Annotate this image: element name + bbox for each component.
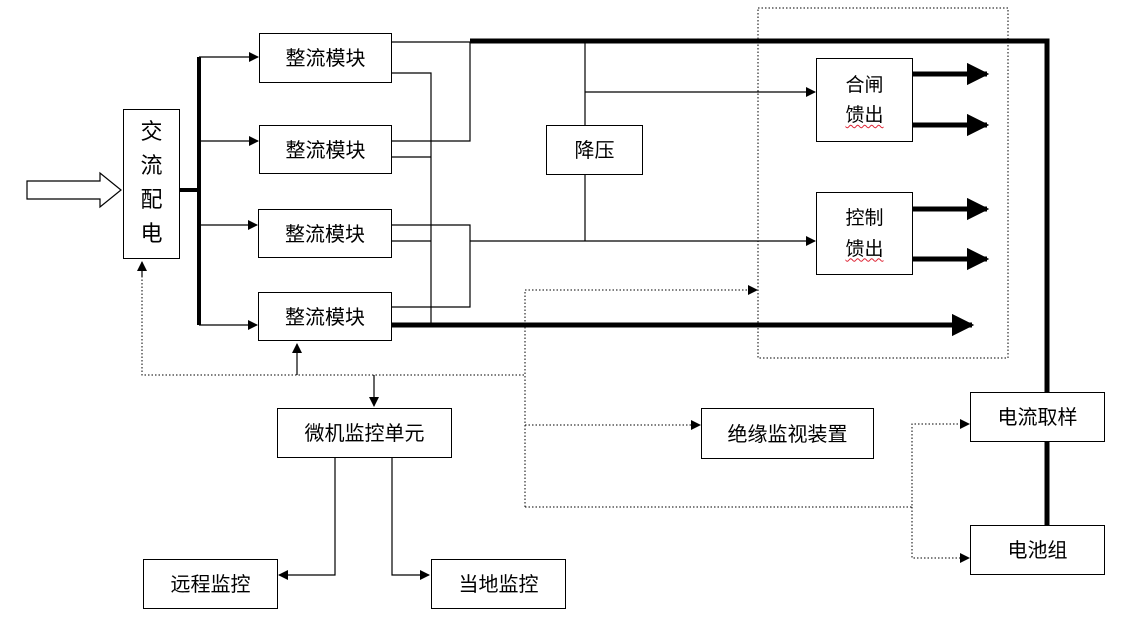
control-feed-label: 馈出 bbox=[845, 237, 884, 260]
closing-feed-label: 馈出 bbox=[845, 104, 884, 126]
feeder-region bbox=[757, 7, 1009, 359]
closing-feeder-box: 合闸 馈出 bbox=[816, 58, 913, 142]
microcomputer-monitor-box: 微机监控单元 bbox=[277, 408, 452, 458]
monitoring-lines bbox=[141, 262, 970, 563]
ac-bus bbox=[180, 52, 259, 330]
step-down-box: 降压 bbox=[546, 125, 643, 175]
rectifier-module-2: 整流模块 bbox=[259, 125, 392, 174]
battery-box: 电池组 bbox=[970, 525, 1105, 575]
main-bus bbox=[392, 38, 1050, 525]
control-feeder-box: 控制 馈出 bbox=[816, 192, 913, 275]
current-sampling-box: 电流取样 bbox=[970, 392, 1105, 442]
ac-char-4: 电 bbox=[140, 222, 163, 248]
remote-monitor-box: 远程监控 bbox=[143, 559, 278, 609]
rectifier-module-3: 整流模块 bbox=[258, 209, 392, 258]
control-label: 控制 bbox=[845, 207, 884, 230]
insulation-monitor-box: 绝缘监视装置 bbox=[701, 408, 874, 459]
monitoring-arrows bbox=[137, 261, 430, 580]
ac-char-2: 流 bbox=[140, 153, 163, 179]
rectifier-module-4: 整流模块 bbox=[258, 292, 392, 341]
input-arrow bbox=[26, 171, 122, 209]
ac-char-3: 配 bbox=[140, 188, 163, 213]
rectifier-module-1: 整流模块 bbox=[259, 33, 392, 83]
local-monitor-box: 当地监控 bbox=[431, 559, 566, 609]
rectifier-outputs bbox=[392, 41, 471, 324]
ac-char-1: 交 bbox=[140, 119, 163, 145]
ac-distribution-box: 交 流 配 电 bbox=[123, 109, 180, 259]
closing-label: 合闸 bbox=[845, 73, 884, 96]
